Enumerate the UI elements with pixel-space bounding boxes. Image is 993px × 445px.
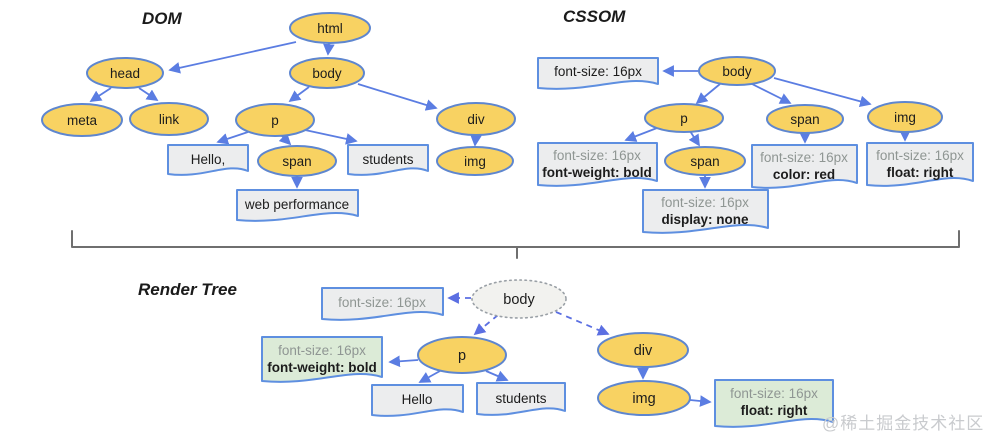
dom-node-p: p [235,103,315,137]
cssom-stylebox-span: font-size: 16px color: red [751,144,858,189]
dom-node-html: html [289,12,371,44]
cssom-stylebox-img-line2: float: right [887,165,954,180]
render-node-img-label: img [632,391,655,407]
cssom-stylebox-img: font-size: 16px float: right [866,142,974,187]
dom-node-img-label: img [464,154,486,169]
dom-textnode-hello: Hello, [167,144,249,176]
cssom-stylebox-span-child-line2: display: none [661,212,749,227]
cssom-title: CSSOM [563,7,626,26]
dom-node-p-label: p [271,113,279,128]
cssom-node-span-label: span [790,112,819,127]
cssom-stylebox-img-line1: font-size: 16px [876,148,964,163]
watermark: @稀土掘金技术社区 [822,414,984,433]
cssom-stylebox-p: font-size: 16px font-weight: bold [537,142,658,187]
dom-edges [89,41,482,189]
dom-textnode-web-performance: web performance [236,189,359,222]
render-tree-edges [388,292,712,407]
dom-node-head-label: head [110,66,140,81]
render-stylebox-img-line1: font-size: 16px [730,386,818,401]
cssom-stylebox-body-line1: font-size: 16px [554,64,642,79]
cssom-stylebox-span-line1: font-size: 16px [760,150,848,165]
dom-node-span: span [257,145,337,177]
dom-node-link-label: link [159,112,180,127]
render-textnode-hello: Hello [371,384,464,417]
cssom-node-body-label: body [722,64,752,79]
combine-brace [71,230,960,259]
dom-node-div-label: div [467,112,485,127]
render-stylebox-p-line1: font-size: 16px [278,343,366,358]
render-node-body-label: body [503,292,535,308]
dom-node-span-label: span [282,154,311,169]
dom-textnode-students: students [347,144,429,176]
cssom-node-span: span [766,104,844,134]
render-stylebox-body: font-size: 16px [321,287,444,321]
dom-node-meta: meta [41,103,123,137]
dom-textnode-hello-label: Hello, [191,152,226,167]
cssom-stylebox-body: font-size: 16px [537,57,659,90]
cssom-stylebox-span-child-line1: font-size: 16px [661,195,749,210]
render-node-img: img [597,380,691,416]
cssom-node-span-child: span [664,146,746,176]
cssom-stylebox-p-line2: font-weight: bold [542,165,651,180]
dom-node-meta-label: meta [67,113,98,128]
cssom-node-img-label: img [894,110,916,125]
dom-node-img: img [436,146,514,176]
render-node-p-label: p [458,348,466,364]
render-stylebox-body-line1: font-size: 16px [338,295,426,310]
render-textnode-students-label: students [495,391,546,406]
render-stylebox-p: font-size: 16px font-weight: bold [261,336,383,383]
cssom-stylebox-p-line1: font-size: 16px [553,148,641,163]
render-stylebox-img: font-size: 16px float: right [714,379,834,428]
cssom-node-body: body [698,56,776,86]
cssom-stylebox-span-child: font-size: 16px display: none [642,189,769,234]
render-tree-title: Render Tree [138,280,237,299]
dom-title: DOM [142,9,183,28]
cssom-stylebox-span-line2: color: red [773,167,835,182]
dom-node-body-label: body [312,66,342,81]
dom-node-html-label: html [317,21,343,36]
render-stylebox-p-line2: font-weight: bold [267,360,376,375]
dom-textnode-students-label: students [362,152,413,167]
cssom-node-span-child-label: span [690,154,719,169]
render-textnode-students: students [476,382,566,416]
dom-node-link: link [129,102,209,136]
render-stylebox-img-line2: float: right [741,403,808,418]
render-textnode-hello-label: Hello [402,392,433,407]
dom-node-head: head [86,57,164,89]
cssom-edges [624,65,911,189]
cssom-node-img: img [867,101,943,133]
dom-node-body: body [289,57,365,89]
render-node-div: div [597,332,689,368]
render-node-p: p [417,336,507,374]
cssom-node-p: p [644,103,724,133]
render-node-body: body [471,279,567,319]
render-node-div-label: div [634,343,653,359]
dom-textnode-web-performance-label: web performance [244,197,349,212]
dom-node-div: div [436,102,516,136]
cssom-node-p-label: p [680,111,688,126]
